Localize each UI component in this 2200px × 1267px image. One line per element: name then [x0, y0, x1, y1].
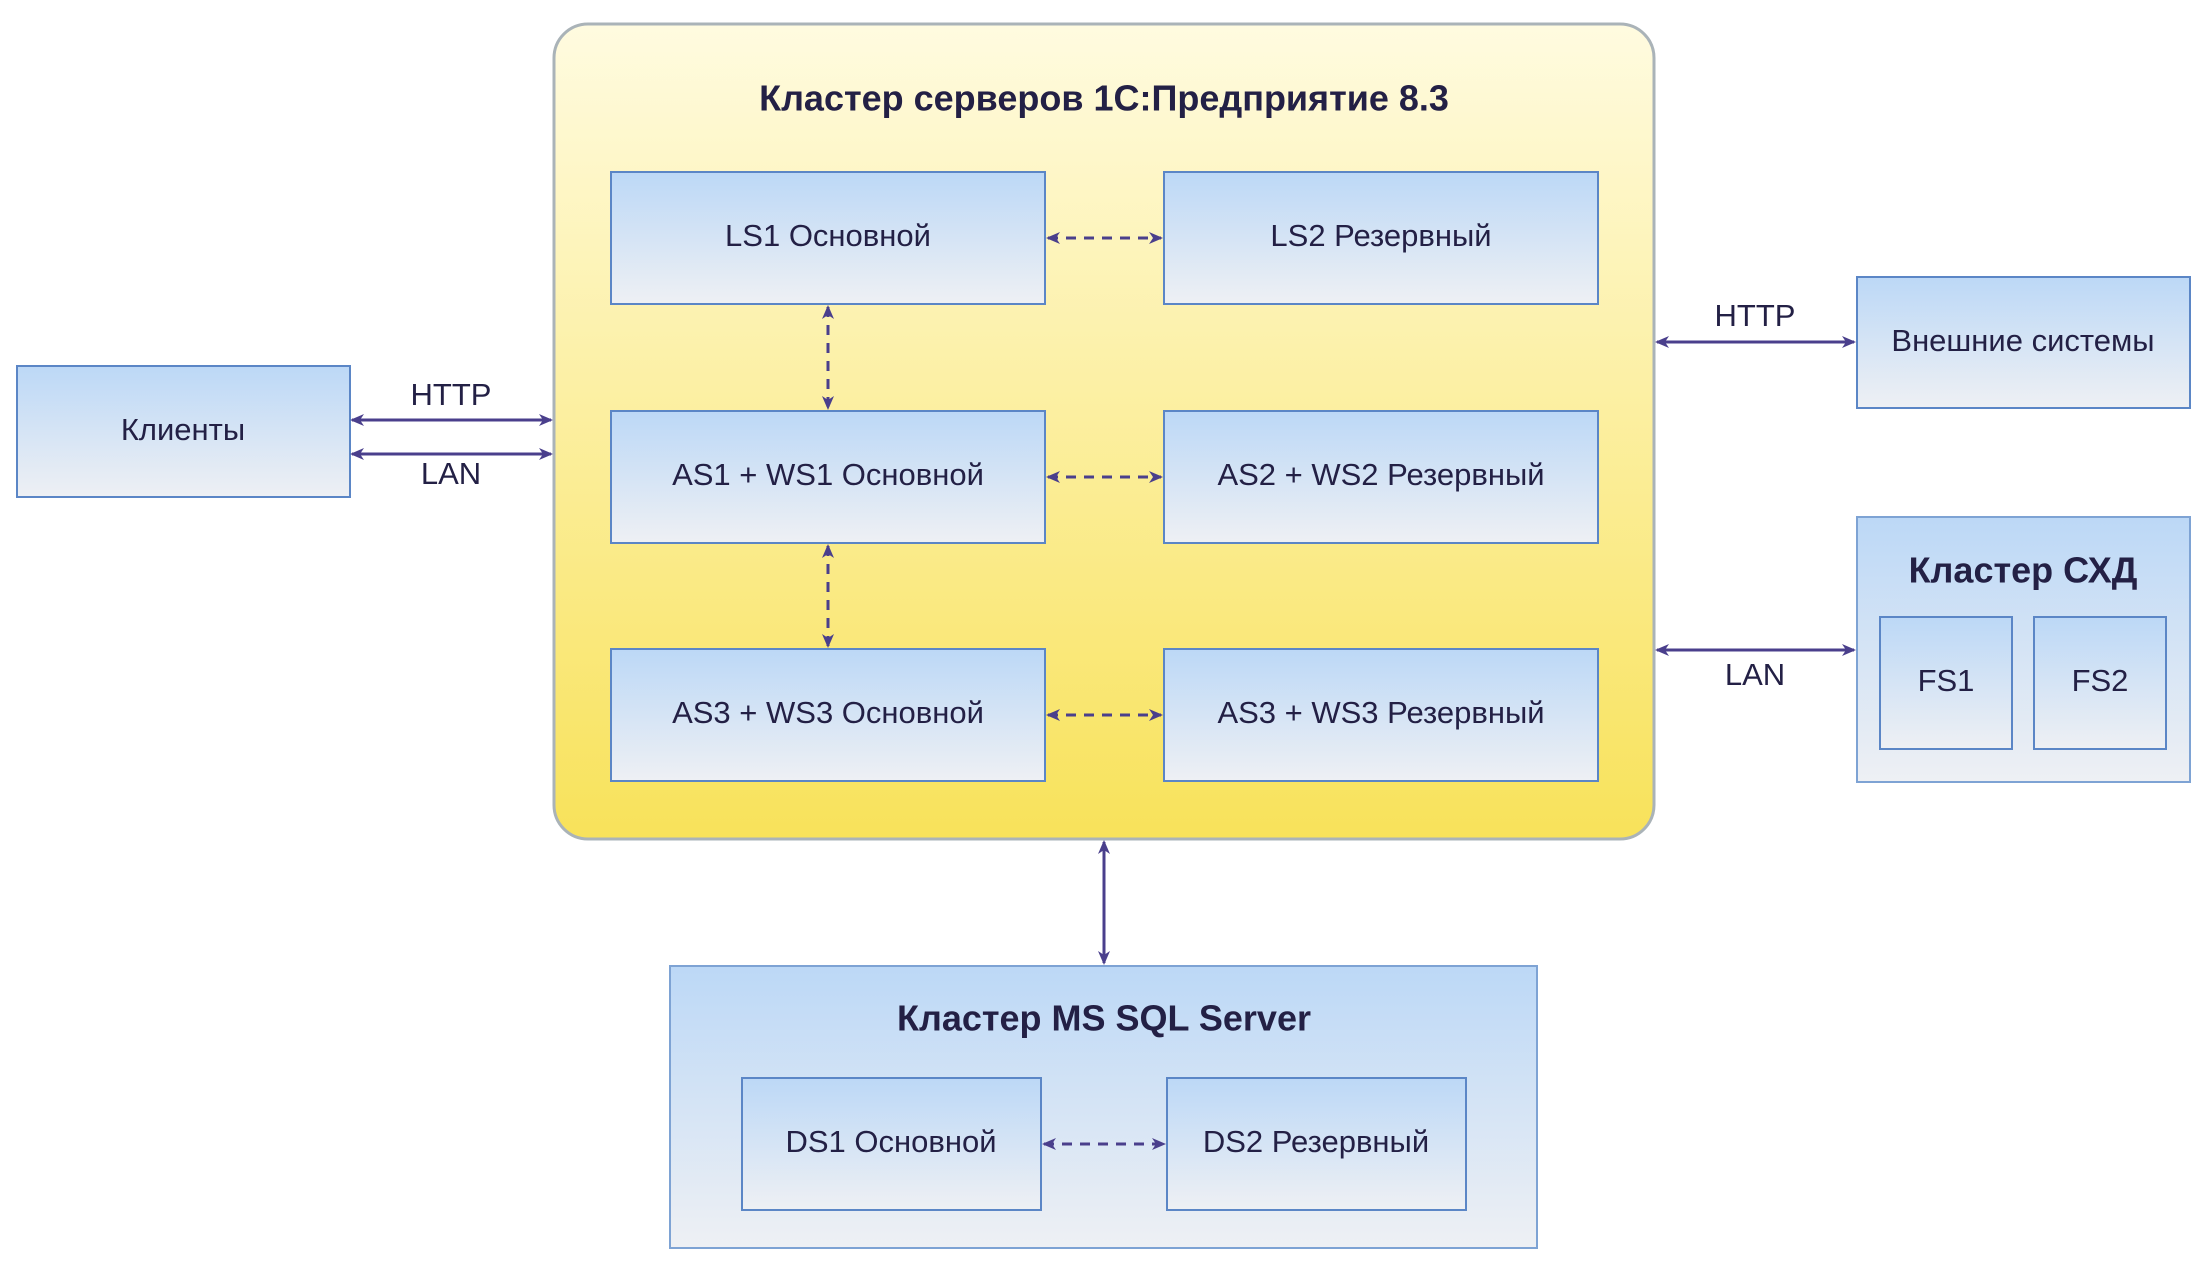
node-ls2: LS2 Резервный — [1163, 171, 1599, 305]
clients-http-label: HTTP — [411, 377, 492, 412]
node-ds2: DS2 Резервный — [1166, 1077, 1467, 1211]
node-fs1: FS1 — [1879, 616, 2013, 750]
clients-node: Клиенты — [16, 365, 351, 498]
node-ls1-label: LS1 Основной — [725, 218, 931, 253]
node-as3-main: AS3 + WS3 Основной — [610, 648, 1046, 782]
node-fs2-label: FS2 — [2072, 663, 2129, 698]
storage-cluster: Кластер СХД FS1 FS2 — [1856, 516, 2191, 783]
main-cluster-title: Кластер серверов 1С:Предприятие 8.3 — [759, 78, 1449, 119]
node-ds1-label: DS1 Основной — [785, 1124, 996, 1159]
node-ds2-label: DS2 Резервный — [1203, 1124, 1429, 1159]
node-as3-main-label: AS3 + WS3 Основной — [672, 695, 984, 730]
node-fs1-label: FS1 — [1918, 663, 1975, 698]
node-ls2-label: LS2 Резервный — [1270, 218, 1491, 253]
external-http-label: HTTP — [1715, 298, 1796, 333]
node-as1-label: AS1 + WS1 Основной — [672, 457, 984, 492]
clients-label: Клиенты — [121, 412, 245, 447]
node-fs2: FS2 — [2033, 616, 2167, 750]
storage-lan-label: LAN — [1725, 657, 1785, 692]
node-as3-reserve: AS3 + WS3 Резервный — [1163, 648, 1599, 782]
sql-cluster-title: Кластер MS SQL Server — [897, 998, 1311, 1039]
node-as2-label: AS2 + WS2 Резервный — [1217, 457, 1544, 492]
node-as2: AS2 + WS2 Резервный — [1163, 410, 1599, 544]
node-ds1: DS1 Основной — [741, 1077, 1042, 1211]
node-as1: AS1 + WS1 Основной — [610, 410, 1046, 544]
sql-cluster: Кластер MS SQL Server DS1 Основной DS2 Р… — [669, 965, 1538, 1249]
external-systems-label: Внешние системы — [1891, 323, 2154, 358]
main-cluster: Кластер серверов 1С:Предприятие 8.3 LS1 … — [552, 22, 1656, 841]
external-systems-node: Внешние системы — [1856, 276, 2191, 409]
node-ls1: LS1 Основной — [610, 171, 1046, 305]
node-as3-reserve-label: AS3 + WS3 Резервный — [1217, 695, 1544, 730]
storage-cluster-title: Кластер СХД — [1909, 550, 2138, 591]
clients-lan-label: LAN — [421, 456, 481, 491]
